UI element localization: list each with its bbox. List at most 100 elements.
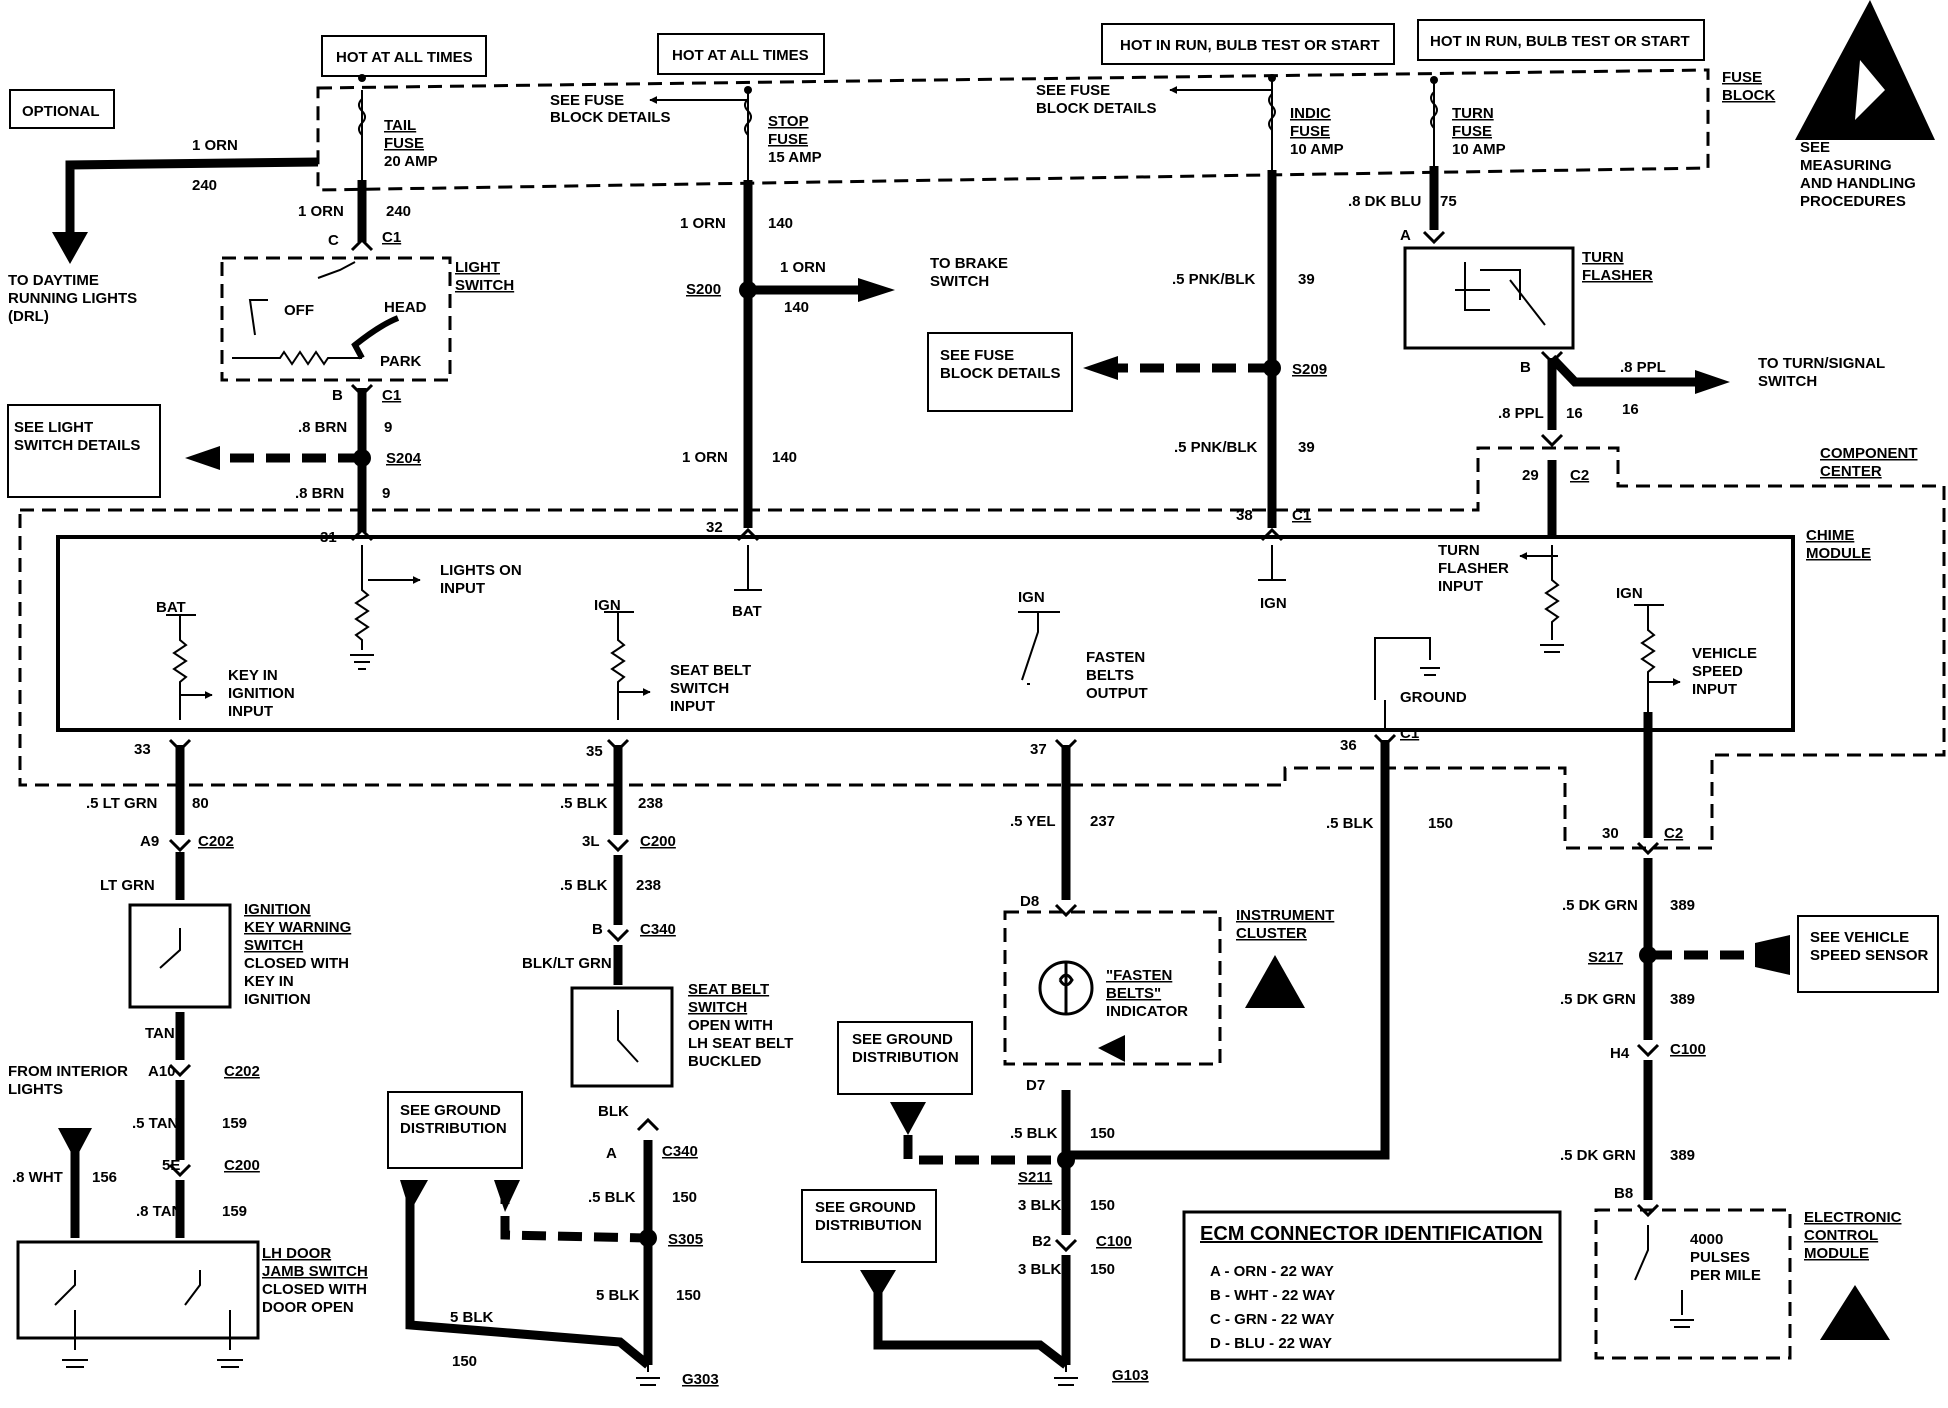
- svg-text:TURN: TURN: [1452, 105, 1494, 122]
- labels: HOT AT ALL TIMES HOT AT ALL TIMES HOT IN…: [8, 33, 1929, 1388]
- svg-text:PROCEDURES: PROCEDURES: [1800, 193, 1906, 210]
- door-jamb-switch-box: [16, 1240, 260, 1340]
- svg-text:SWITCH: SWITCH: [670, 680, 729, 697]
- svg-text:C - GRN - 22 WAY: C - GRN - 22 WAY: [1210, 1311, 1334, 1328]
- svg-text:240: 240: [192, 177, 217, 194]
- svg-text:.5 DK GRN: .5 DK GRN: [1560, 1147, 1636, 1164]
- see-light-switch-box: [7, 404, 161, 498]
- svg-text:20 AMP: 20 AMP: [384, 153, 438, 170]
- svg-text:KEY IN: KEY IN: [244, 973, 294, 990]
- svg-text:FUSE: FUSE: [384, 135, 424, 152]
- svg-text:5 BLK: 5 BLK: [596, 1287, 640, 1304]
- svg-text:SEE GROUND: SEE GROUND: [400, 1102, 501, 1119]
- svg-text:SEE LIGHT: SEE LIGHT: [14, 419, 93, 436]
- svg-text:FUSE: FUSE: [1452, 123, 1492, 140]
- svg-text:VEHICLE: VEHICLE: [1692, 645, 1757, 662]
- svg-text:IGN: IGN: [1018, 589, 1045, 606]
- internal-symbols: [54, 261, 1694, 1386]
- svg-text:C2: C2: [1570, 467, 1589, 484]
- hot-box-1: [321, 35, 487, 77]
- svg-text:MODULE: MODULE: [1806, 545, 1871, 562]
- svg-text:38: 38: [1236, 507, 1253, 524]
- svg-text:150: 150: [672, 1189, 697, 1206]
- svg-text:H4: H4: [1610, 1045, 1630, 1062]
- svg-text:TURN: TURN: [1582, 249, 1624, 266]
- see-vss-box: [1797, 915, 1939, 993]
- svg-text:1 ORN: 1 ORN: [680, 215, 726, 232]
- svg-text:SEE FUSE: SEE FUSE: [940, 347, 1014, 364]
- svg-text:DISTRIBUTION: DISTRIBUTION: [852, 1049, 959, 1066]
- hot-box-3: [1101, 23, 1395, 65]
- svg-text:75: 75: [1440, 193, 1457, 210]
- svg-text:C: C: [328, 232, 339, 249]
- svg-text:OUTPUT: OUTPUT: [1086, 685, 1148, 702]
- svg-text:IGNITION: IGNITION: [244, 991, 311, 1008]
- svg-text:IGNITION: IGNITION: [228, 685, 295, 702]
- svg-text:150: 150: [452, 1353, 477, 1370]
- svg-text:.8 WHT: .8 WHT: [12, 1169, 63, 1186]
- svg-text:TAN: TAN: [145, 1025, 175, 1042]
- svg-text:C200: C200: [224, 1157, 260, 1174]
- svg-text:A: A: [1400, 227, 1411, 244]
- svg-text:INPUT: INPUT: [228, 703, 273, 720]
- svg-text:238: 238: [636, 877, 661, 894]
- svg-text:INPUT: INPUT: [1692, 681, 1737, 698]
- svg-text:150: 150: [676, 1287, 701, 1304]
- arrow-heads: [52, 232, 1790, 1300]
- svg-text:FASTEN: FASTEN: [1086, 649, 1145, 666]
- svg-text:C1: C1: [382, 387, 401, 404]
- svg-text:.5 BLK: .5 BLK: [560, 795, 608, 812]
- svg-text:150: 150: [1428, 815, 1453, 832]
- svg-text:SWITCH: SWITCH: [930, 273, 989, 290]
- svg-text:SPEED: SPEED: [1692, 663, 1743, 680]
- svg-text:BAT: BAT: [732, 603, 762, 620]
- turn-flasher-box: [1403, 246, 1575, 350]
- svg-text:C1: C1: [1400, 725, 1419, 742]
- svg-text:9: 9: [384, 419, 392, 436]
- svg-text:CLUSTER: CLUSTER: [1236, 925, 1307, 942]
- svg-text:BUCKLED: BUCKLED: [688, 1053, 761, 1070]
- svg-text:FUSE: FUSE: [768, 131, 808, 148]
- svg-text:389: 389: [1670, 897, 1695, 914]
- svg-text:S200: S200: [686, 281, 721, 298]
- svg-text:MODULE: MODULE: [1804, 1245, 1869, 1262]
- svg-text:TO DAYTIME: TO DAYTIME: [8, 272, 99, 289]
- svg-text:OFF: OFF: [284, 302, 314, 319]
- see-ground-box-1: [387, 1091, 523, 1169]
- svg-text:INSTRUMENT: INSTRUMENT: [1236, 907, 1334, 924]
- svg-text:G103: G103: [1112, 1367, 1149, 1384]
- svg-text:B - WHT - 22 WAY: B - WHT - 22 WAY: [1210, 1287, 1335, 1304]
- svg-text:COMPONENT: COMPONENT: [1820, 445, 1918, 462]
- svg-text:LT GRN: LT GRN: [100, 877, 155, 894]
- svg-text:BLOCK DETAILS: BLOCK DETAILS: [550, 109, 671, 126]
- svg-text:S209: S209: [1292, 361, 1327, 378]
- svg-text:BELTS: BELTS: [1086, 667, 1134, 684]
- ecm-connector-box: [1182, 1210, 1562, 1362]
- svg-text:30: 30: [1602, 825, 1619, 842]
- svg-text:SWITCH: SWITCH: [1758, 373, 1817, 390]
- optional-label: OPTIONAL: [22, 103, 100, 120]
- optional-box: [9, 89, 115, 129]
- svg-text:S305: S305: [668, 1231, 703, 1248]
- svg-text:LH SEAT BELT: LH SEAT BELT: [688, 1035, 793, 1052]
- svg-text:C200: C200: [640, 833, 676, 850]
- hot-label-3: HOT IN RUN, BULB TEST OR START: [1120, 37, 1380, 54]
- svg-text:39: 39: [1298, 271, 1315, 288]
- component-center-outline: [18, 446, 1946, 850]
- svg-text:INPUT: INPUT: [670, 698, 715, 715]
- fuse-symbols: [358, 91, 1438, 136]
- svg-text:CHIME: CHIME: [1806, 527, 1854, 544]
- svg-text:CLOSED WITH: CLOSED WITH: [244, 955, 349, 972]
- svg-text:STOP: STOP: [768, 113, 809, 130]
- svg-text:80: 80: [192, 795, 209, 812]
- svg-text:1 ORN: 1 ORN: [192, 137, 238, 154]
- svg-text:B8: B8: [1614, 1185, 1633, 1202]
- svg-text:C340: C340: [640, 921, 676, 938]
- ignition-key-switch-box: [128, 903, 232, 1009]
- hot-label-4: HOT IN RUN, BULB TEST OR START: [1430, 33, 1690, 50]
- svg-text:SEE FUSE: SEE FUSE: [550, 92, 624, 109]
- svg-text:16: 16: [1622, 401, 1639, 418]
- svg-text:BLK: BLK: [598, 1103, 629, 1120]
- svg-text:150: 150: [1090, 1197, 1115, 1214]
- svg-text:39: 39: [1298, 439, 1315, 456]
